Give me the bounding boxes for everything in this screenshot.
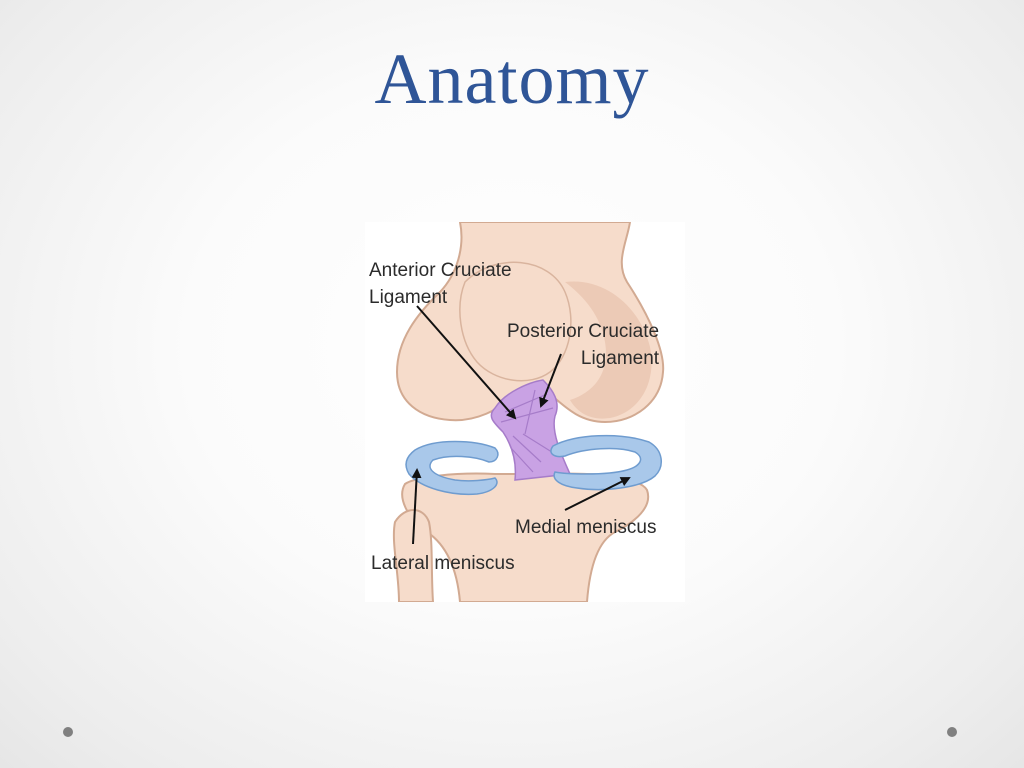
pcl-label: Posterior Cruciate Ligament	[507, 318, 659, 372]
acl-label-line2: Ligament	[369, 287, 448, 308]
medial-meniscus-label: Medial meniscus	[515, 517, 657, 538]
ligament-fibers	[500, 389, 556, 473]
knee-anatomy-diagram: Anterior Cruciate Ligament Posterior Cru…	[365, 222, 685, 602]
pcl-label-line2: Ligament	[580, 348, 660, 369]
femur-condyle-shadow	[565, 281, 652, 419]
medial-meniscus-pointer-arrow	[564, 477, 631, 511]
fibula	[392, 509, 435, 602]
knee-illustration	[392, 222, 665, 602]
lateral-meniscus-pointer-arrow	[411, 468, 422, 545]
acl-pointer-arrow	[416, 305, 517, 420]
lateral-meniscus	[405, 440, 499, 496]
lateral-meniscus-label: Lateral meniscus	[371, 553, 515, 574]
femur-condyle-outline	[459, 261, 572, 382]
acl-label: Anterior Cruciate Ligament	[369, 257, 512, 311]
medial-meniscus	[550, 434, 662, 491]
pcl-pointer-arrow	[539, 353, 562, 408]
pcl-label-line1: Posterior Cruciate	[507, 321, 660, 342]
decorative-dot-left	[63, 727, 73, 737]
slide-title: Anatomy	[374, 39, 650, 119]
acl-label-line1: Anterior Cruciate	[369, 260, 512, 281]
decorative-dot-right	[947, 727, 957, 737]
